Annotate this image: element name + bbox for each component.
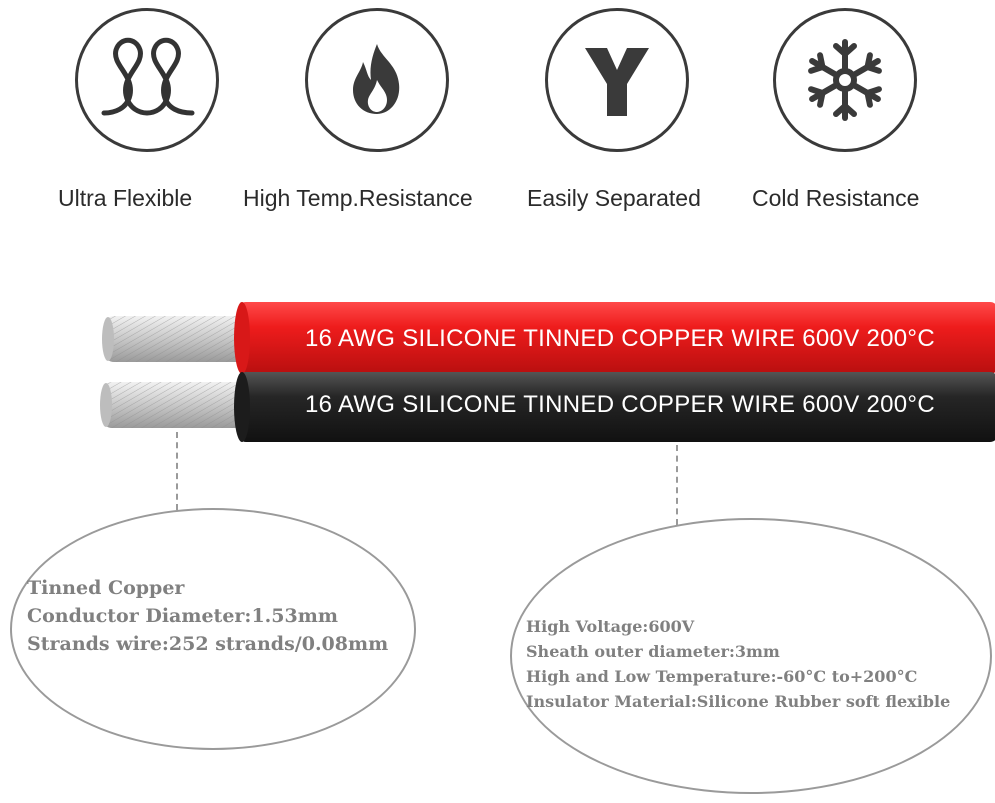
spec-line: High Voltage:600V: [526, 617, 695, 636]
spec-line: Strands wire:252 strands/0.08mm: [27, 633, 389, 655]
conductor-specs: Tinned Copper Conductor Diameter:1.53mm …: [27, 574, 388, 658]
spec-line: Insulator Material:Silicone Rubber soft …: [526, 692, 951, 711]
spec-line: Conductor Diameter:1.53mm: [27, 605, 338, 627]
snowflake-icon: [773, 8, 917, 152]
insulation-callout-line: [676, 445, 678, 525]
black-wire-sheath: [234, 372, 995, 442]
feature-label: Ultra Flexible: [58, 185, 193, 211]
red-conductor-strands: [102, 316, 254, 362]
y-split-icon: [545, 8, 689, 152]
spec-line: High and Low Temperature:-60°C to+200°C: [526, 667, 918, 686]
red-wire-print: 16 AWG SILICONE TINNED COPPER WIRE 600V …: [305, 325, 935, 352]
spec-line: Tinned Copper: [27, 577, 185, 599]
black-wire-print: 16 AWG SILICONE TINNED COPPER WIRE 600V …: [305, 391, 935, 418]
spec-line: Sheath outer diameter:3mm: [526, 642, 780, 661]
insulation-specs: High Voltage:600V Sheath outer diameter:…: [526, 614, 950, 714]
feature-label: Cold Resistance: [752, 185, 920, 211]
black-conductor-strands: [100, 382, 254, 428]
loop-icon: [75, 8, 219, 152]
insulation-spec-bubble: [510, 518, 992, 794]
wire-pair-illustration: 16 AWG SILICONE TINNED COPPER WIRE 600V …: [0, 290, 995, 450]
conductor-callout-line: [176, 432, 178, 510]
feature-label: High Temp.Resistance: [243, 185, 473, 211]
conductor-spec-bubble: [10, 508, 416, 750]
flame-icon: [305, 8, 449, 152]
red-wire-sheath: [234, 302, 995, 374]
feature-label: Easily Separated: [527, 185, 701, 211]
